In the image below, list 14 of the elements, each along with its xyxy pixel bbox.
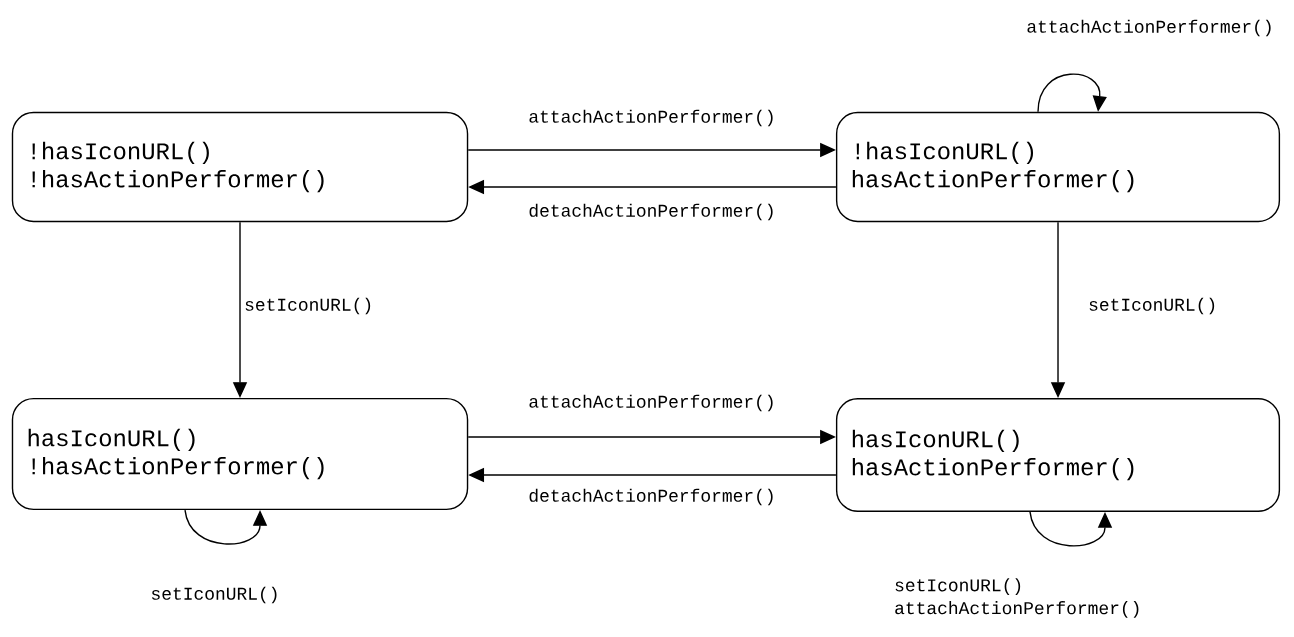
state-box: hasIconURL() !hasActionPerformer()	[11, 397, 469, 511]
edge-label: setIconURL()	[242, 295, 375, 317]
state-box: !hasIconURL() hasActionPerformer()	[835, 111, 1281, 223]
edge-label: detachActionPerformer()	[526, 201, 778, 223]
edge-label: detachActionPerformer()	[526, 486, 778, 508]
edge-label: attachActionPerformer()	[526, 107, 778, 129]
edge-label: setIconURL()	[1086, 295, 1219, 317]
edge-label: setIconURL() attachActionPerformer()	[892, 576, 1155, 620]
edge-label: attachActionPerformer()	[526, 392, 778, 414]
state-box: hasIconURL() hasActionPerformer()	[835, 398, 1281, 512]
edge-label: setIconURL()	[148, 584, 282, 606]
state-box: !hasIconURL() !hasActionPerformer()	[11, 111, 469, 223]
arrow	[1037, 73, 1107, 113]
edge-label: attachActionPerformer()	[1024, 17, 1276, 39]
